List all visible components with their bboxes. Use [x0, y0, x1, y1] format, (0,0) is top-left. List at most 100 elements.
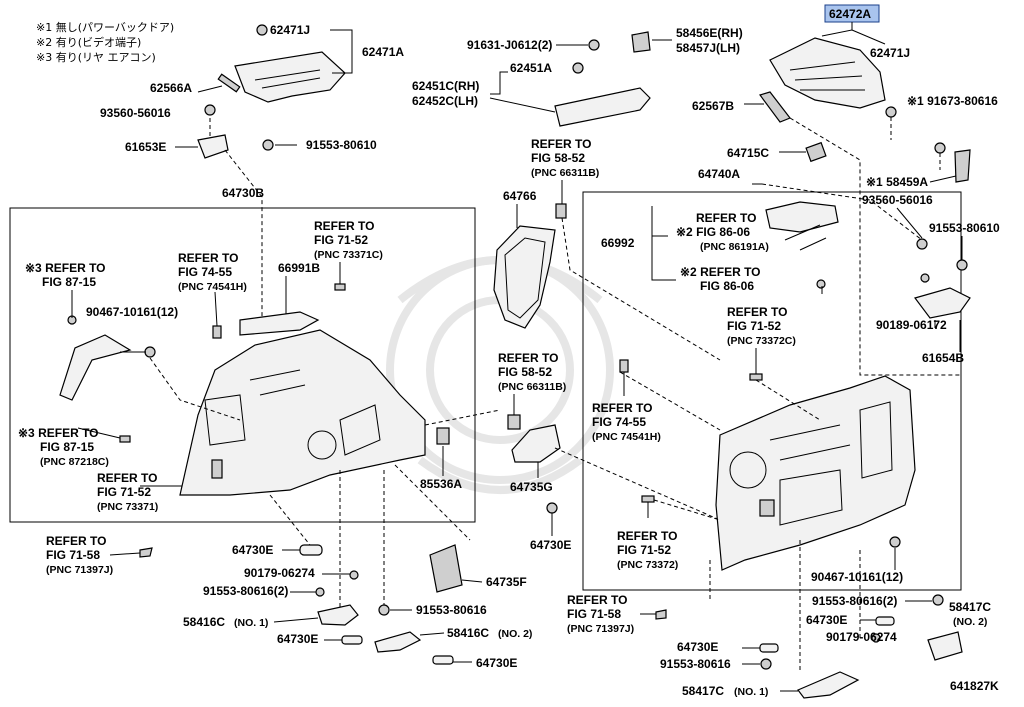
clip-91631-icon[interactable]	[588, 39, 600, 51]
ref-8[interactable]: REFER TO FIG 58-52 (PNC 66311B)	[498, 351, 566, 393]
ref-13[interactable]: REFER TO FIG 71-52 (PNC 73372)	[617, 529, 678, 571]
cap-64730E-f[interactable]	[759, 643, 779, 653]
ref-9-line1: REFER TO	[696, 211, 756, 225]
label-91553-c: 91553-80616(2)	[203, 584, 288, 598]
bolt-91553-b-icon[interactable]	[956, 259, 968, 271]
part-62471A-panel[interactable]	[234, 51, 346, 103]
label-91553-b: 91553-80610	[929, 221, 1000, 235]
clip-62471J-b-icon[interactable]	[885, 106, 897, 118]
clip-66311B-a-icon[interactable]	[555, 203, 567, 219]
ref-4-line1: REFER TO	[314, 219, 374, 233]
ref-11[interactable]: REFER TO FIG 71-52 (PNC 73372C)	[727, 305, 796, 347]
clip-66311B-b-icon[interactable]	[507, 414, 521, 430]
cap-64730E-d[interactable]	[432, 655, 454, 665]
bolt-91553-icon[interactable]	[262, 139, 274, 151]
ref-7-line3: (PNC 66311B)	[531, 167, 599, 179]
label-61653E: 61653E	[125, 140, 166, 154]
ref-10[interactable]: ※2 REFER TO FIG 86-06	[680, 265, 761, 293]
part-62451C-garnish[interactable]	[554, 87, 651, 127]
bolt-90467-a-icon[interactable]	[144, 346, 156, 358]
part-66992-holder[interactable]	[765, 201, 839, 233]
label-62566A: 62566A	[150, 81, 192, 95]
clip-71397J-a-icon[interactable]	[139, 547, 153, 558]
part-58456E-bracket[interactable]	[631, 31, 651, 53]
clip-73372C-icon[interactable]	[749, 373, 763, 381]
part-61653E-bracket[interactable]	[197, 134, 229, 159]
label-64730E-a: 64730E	[232, 543, 273, 557]
bolt-91553-f-icon[interactable]	[760, 658, 772, 670]
ref-12[interactable]: REFER TO FIG 74-55 (PNC 74541H)	[592, 401, 661, 443]
clip-74541H-a-icon[interactable]	[212, 325, 222, 339]
bolt-90467-b-icon[interactable]	[889, 536, 901, 548]
bolt-93560-b-icon[interactable]	[916, 238, 928, 250]
cap-64730E-a[interactable]	[299, 544, 323, 556]
part-58459A-bracket[interactable]	[954, 149, 971, 183]
label-62471J-b: 62471J	[870, 46, 910, 60]
label-91631: 91631-J0612(2)	[467, 38, 552, 52]
ref-2[interactable]: ※3 REFER TO FIG 87-15 (PNC 87218C)	[18, 426, 109, 468]
label-64715C: 64715C	[727, 146, 769, 160]
label-85536A: 85536A	[420, 477, 462, 491]
ref-3[interactable]: REFER TO FIG 74-55 (PNC 74541H)	[178, 251, 247, 293]
note-1: ※1 無し(パワーバックドア)	[36, 20, 174, 34]
part-58416C-no2[interactable]	[374, 631, 422, 653]
label-93560-b: 93560-56016	[862, 193, 933, 207]
cap-64730E-c[interactable]	[341, 635, 363, 645]
ref-5-line2: FIG 71-52	[97, 485, 151, 499]
ref-7[interactable]: REFER TO FIG 58-52 (PNC 66311B)	[531, 137, 599, 179]
ref-6[interactable]: REFER TO FIG 71-58 (PNC 71397J)	[46, 534, 113, 576]
clip-62451A-icon[interactable]	[572, 62, 584, 74]
part-85536A[interactable]	[436, 427, 450, 445]
nut-90179-b-icon[interactable]	[871, 633, 881, 643]
ref-3-line3: (PNC 74541H)	[178, 281, 247, 293]
ref-1[interactable]: ※3 REFER TO FIG 87-15	[25, 261, 106, 289]
bolt-64730E-b-icon[interactable]	[546, 502, 558, 514]
nut-90189-icon[interactable]	[920, 273, 930, 283]
clip-73372-icon[interactable]	[641, 495, 655, 503]
clip-74541H-b-icon[interactable]	[619, 359, 629, 373]
part-58417C-no1[interactable]	[797, 671, 860, 699]
part-64735F[interactable]	[429, 544, 463, 593]
part-62567B[interactable]	[759, 91, 791, 123]
label-58459A: ※1 58459A	[866, 175, 928, 189]
label-62471J: 62471J	[270, 23, 310, 37]
cap-64730E-e[interactable]	[875, 616, 895, 626]
part-58416C-no1[interactable]	[317, 604, 359, 626]
bolt-91673-icon[interactable]	[934, 142, 946, 154]
ref-5-line3: (PNC 73371)	[97, 501, 158, 513]
part-61654B-bracket[interactable]	[913, 287, 971, 319]
part-rear-ac-duct[interactable]	[59, 334, 132, 401]
bolt-91553-d-icon[interactable]	[378, 604, 390, 616]
label-66991B: 66991B	[278, 261, 320, 275]
label-58457J: 58457J(LH)	[676, 41, 740, 55]
label-64730E-f: 64730E	[677, 640, 718, 654]
bolt-91553-e-icon[interactable]	[932, 594, 944, 606]
ref-4[interactable]: REFER TO FIG 71-52 (PNC 73371C)	[314, 219, 383, 261]
label-91673: ※1 91673-80616	[907, 94, 998, 108]
label-62472A: 62472A	[829, 7, 871, 21]
ref-9[interactable]: REFER TO ※2 FIG 86-06 (PNC 86191A)	[676, 211, 769, 253]
screw-86-06-icon[interactable]	[816, 279, 826, 289]
clip-73371C-icon[interactable]	[334, 283, 346, 291]
ref-5[interactable]: REFER TO FIG 71-52 (PNC 73371)	[97, 471, 158, 513]
part-58417C-no2[interactable]	[927, 631, 963, 661]
ref-3-line2: FIG 74-55	[178, 265, 232, 279]
nut-90179-a-icon[interactable]	[349, 570, 359, 580]
part-64730B-trim[interactable]	[179, 329, 426, 496]
clip-71397J-b-icon[interactable]	[655, 609, 667, 620]
clip-87218C-icon[interactable]	[119, 435, 131, 443]
ref-6-line1: REFER TO	[46, 534, 106, 548]
part-64735G[interactable]	[511, 424, 561, 463]
clip-62471J-icon[interactable]	[256, 24, 268, 36]
bolt-91553-c-icon[interactable]	[315, 587, 325, 597]
part-62472A-panel[interactable]	[769, 37, 886, 109]
bolt-93560-icon[interactable]	[204, 104, 216, 116]
part-62566A[interactable]	[217, 73, 241, 93]
label-90179-b: 90179-06274	[826, 630, 897, 644]
part-66991B[interactable]	[239, 311, 320, 336]
ref-14[interactable]: REFER TO FIG 71-58 (PNC 71397J)	[567, 593, 634, 635]
part-64740A-trim[interactable]	[715, 375, 916, 571]
part-64715C[interactable]	[805, 141, 827, 163]
ref-4-line2: FIG 71-52	[314, 233, 368, 247]
